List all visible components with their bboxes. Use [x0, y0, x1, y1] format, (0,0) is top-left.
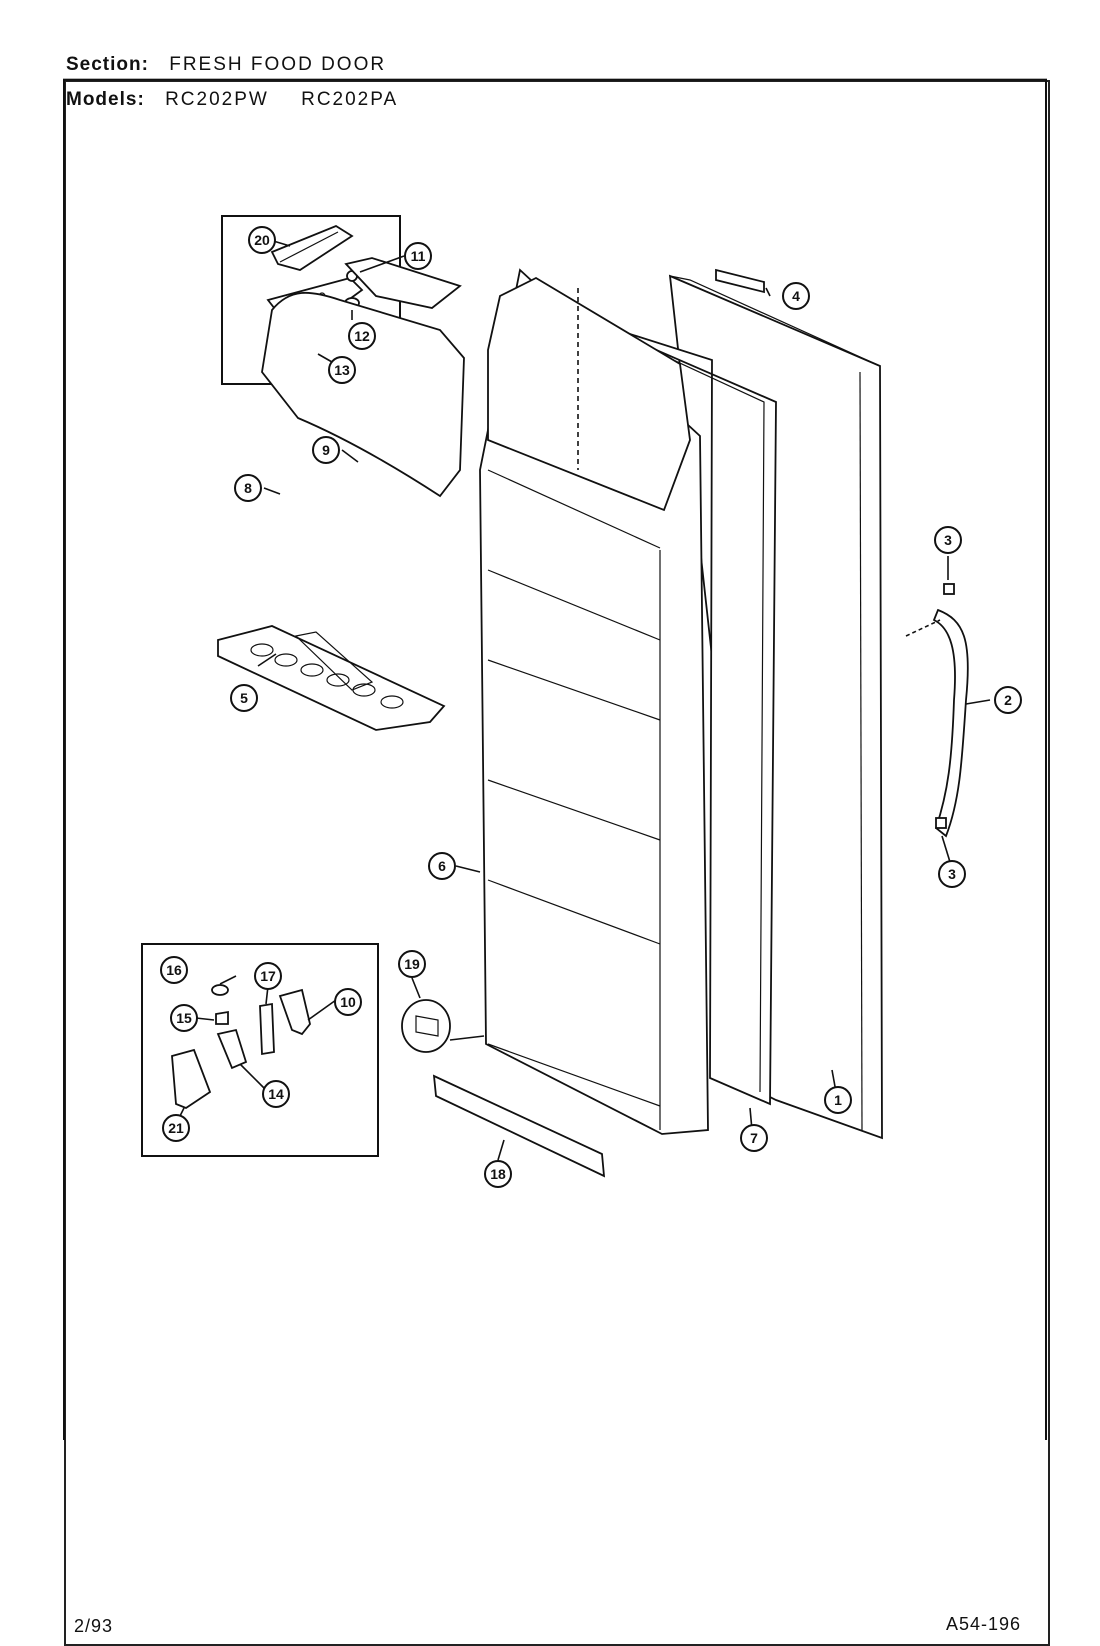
- footer-code: A54-196: [946, 1614, 1022, 1634]
- callout-6: 6: [428, 852, 456, 880]
- part-1-edge: [859, 371, 863, 1131]
- svg-text:2: 2: [1004, 692, 1012, 708]
- svg-text:19: 19: [404, 956, 420, 972]
- svg-text:6: 6: [438, 858, 446, 874]
- svg-text:7: 7: [750, 1130, 758, 1146]
- part-20-hinge-cover: [270, 224, 354, 271]
- egg-cup: [326, 673, 350, 687]
- part-17-shim: [259, 1002, 275, 1056]
- shelf-6: [487, 1043, 661, 1107]
- callout-14: 14: [262, 1080, 290, 1108]
- svg-text:16: 16: [166, 962, 182, 978]
- section-title: FRESH FOOD DOOR: [169, 54, 387, 75]
- leader-lines: [179, 239, 991, 1161]
- callout-5: 5: [230, 684, 258, 712]
- part-7-gasket: [591, 321, 777, 1106]
- callout-18: 18: [484, 1160, 512, 1188]
- part-3-cap-bottom: [935, 817, 947, 829]
- part-19-leader: [449, 1035, 485, 1041]
- callout-17: 17: [254, 962, 282, 990]
- callout-3-top: 3: [934, 526, 962, 554]
- callout-1: 1: [824, 1086, 852, 1114]
- outer-frame: [63, 78, 1047, 1440]
- footer-date: 2/93: [74, 1616, 114, 1636]
- section-header: Section: FRESH FOOD DOOR: [66, 54, 412, 76]
- svg-text:3: 3: [948, 866, 956, 882]
- svg-text:21: 21: [168, 1120, 184, 1136]
- callout-19: 19: [398, 950, 426, 978]
- callout-4: 4: [782, 282, 810, 310]
- svg-text:11: 11: [411, 248, 426, 264]
- callout-21: 21: [162, 1114, 190, 1142]
- part-19-detail: [415, 1015, 439, 1037]
- part-4-tab: [715, 268, 765, 294]
- callout-12: 12: [348, 322, 376, 350]
- handle-leader: [905, 619, 941, 637]
- shelf-4: [487, 779, 661, 841]
- svg-text:10: 10: [340, 994, 356, 1010]
- part-15-bushing: [215, 1010, 229, 1025]
- callout-8: 8: [234, 474, 262, 502]
- callout-15: 15: [170, 1004, 198, 1032]
- callout-13: 13: [328, 356, 356, 384]
- part-18-rail: [432, 1074, 606, 1178]
- egg-cup: [300, 663, 324, 677]
- egg-tray-handle: [294, 631, 374, 691]
- part-21-cover: [171, 1048, 212, 1110]
- svg-text:13: 13: [334, 362, 350, 378]
- shelf-1: [487, 469, 661, 549]
- part-8-dairy-door: [261, 291, 465, 498]
- svg-text:12: 12: [354, 328, 370, 344]
- callout-11: 11: [404, 242, 432, 270]
- svg-text:17: 17: [260, 968, 276, 984]
- callout-2: 2: [994, 686, 1022, 714]
- part-14-hinge: [216, 1028, 248, 1070]
- svg-text:18: 18: [490, 1166, 506, 1182]
- bottom-hinge-inset-box: [141, 943, 379, 1157]
- svg-text:20: 20: [254, 232, 270, 248]
- model-2: RC202PA: [301, 89, 399, 110]
- part-19-stop: [401, 999, 451, 1053]
- svg-text:1: 1: [834, 1092, 842, 1108]
- svg-text:4: 4: [792, 288, 800, 304]
- callout-3-bottom: 3: [938, 860, 966, 888]
- callout-20: 20: [248, 226, 276, 254]
- svg-text:15: 15: [176, 1010, 192, 1026]
- part-9-cover: [344, 257, 462, 309]
- part-10-cover: [278, 988, 311, 1036]
- egg-cup: [250, 643, 274, 657]
- liner-top-bin: [487, 276, 691, 512]
- models-header: Models: RC202PW RC202PA: [66, 89, 424, 111]
- egg-cup: [380, 695, 404, 709]
- part-2-handle: [932, 608, 969, 838]
- part-16-washer: [211, 984, 229, 996]
- part-20-edge: [279, 231, 339, 263]
- callout-7: 7: [740, 1124, 768, 1152]
- section-label: Section:: [66, 54, 149, 75]
- models-label: Models:: [66, 89, 145, 110]
- svg-text:3: 3: [944, 532, 952, 548]
- callout-16: 16: [160, 956, 188, 984]
- callout-10: 10: [334, 988, 362, 1016]
- egg-cup: [274, 653, 298, 667]
- svg-text:5: 5: [240, 690, 248, 706]
- part-5-egg-tray: [217, 625, 446, 731]
- svg-text:9: 9: [322, 442, 330, 458]
- svg-text:8: 8: [244, 480, 252, 496]
- shelf-3: [487, 659, 661, 721]
- exploded-view-diagram: 20 11 12 13 4 9 8 3 5 2 6 3 19 16 17 10 …: [63, 78, 1047, 1440]
- shelf-2: [487, 569, 661, 641]
- model-1: RC202PW: [165, 89, 269, 110]
- svg-text:14: 14: [268, 1086, 284, 1102]
- shelf-5: [487, 879, 661, 945]
- callout-9: 9: [312, 436, 340, 464]
- part-3-cap-top: [943, 583, 955, 595]
- part-1-top-edge: [669, 275, 881, 367]
